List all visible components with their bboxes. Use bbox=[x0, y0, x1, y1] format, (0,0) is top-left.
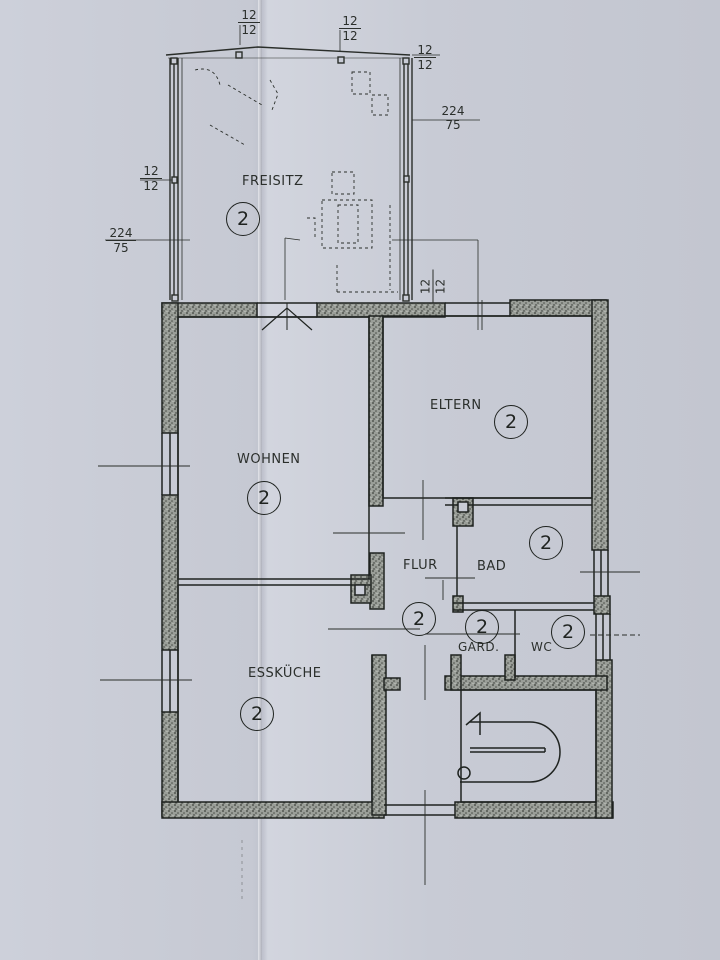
room-marker-wohnen: 2 bbox=[247, 481, 281, 515]
room-marker-eltern: 2 bbox=[494, 405, 528, 439]
room-marker-wc: 2 bbox=[551, 615, 585, 649]
room-label-gard: GARD. bbox=[458, 640, 500, 654]
exterior-walls bbox=[161, 299, 614, 819]
freisitz-frame bbox=[105, 25, 480, 330]
room-label-esskueche: ESSKÜCHE bbox=[248, 666, 322, 681]
dimension-bottom-right-post: 12 12 bbox=[419, 269, 448, 304]
dimension-top-left-post: 12 12 bbox=[238, 8, 260, 37]
room-marker-esskueche: 2 bbox=[240, 697, 274, 731]
dimension-left-post: 12 12 bbox=[140, 164, 162, 193]
room-label-wohnen: WOHNEN bbox=[237, 452, 301, 467]
room-marker-flur: 2 bbox=[402, 602, 436, 636]
dimension-left-opening: 224 75 bbox=[106, 226, 136, 255]
room-label-flur: FLUR bbox=[403, 558, 438, 573]
dimension-top-mid-post: 12 12 bbox=[339, 14, 361, 43]
room-label-freisitz: FREISITZ bbox=[242, 174, 304, 189]
room-marker-freisitz: 2 bbox=[226, 202, 260, 236]
dimension-right-opening: 224 75 bbox=[441, 104, 465, 132]
room-marker-bad: 2 bbox=[529, 526, 563, 560]
room-label-wc: WC bbox=[531, 640, 553, 654]
dimension-top-right-post: 12 12 bbox=[414, 43, 436, 72]
paper-fold-crease bbox=[258, 0, 262, 960]
room-label-eltern: ELTERN bbox=[430, 398, 482, 413]
room-marker-gard: 2 bbox=[465, 610, 499, 644]
room-label-bad: BAD bbox=[477, 559, 507, 574]
